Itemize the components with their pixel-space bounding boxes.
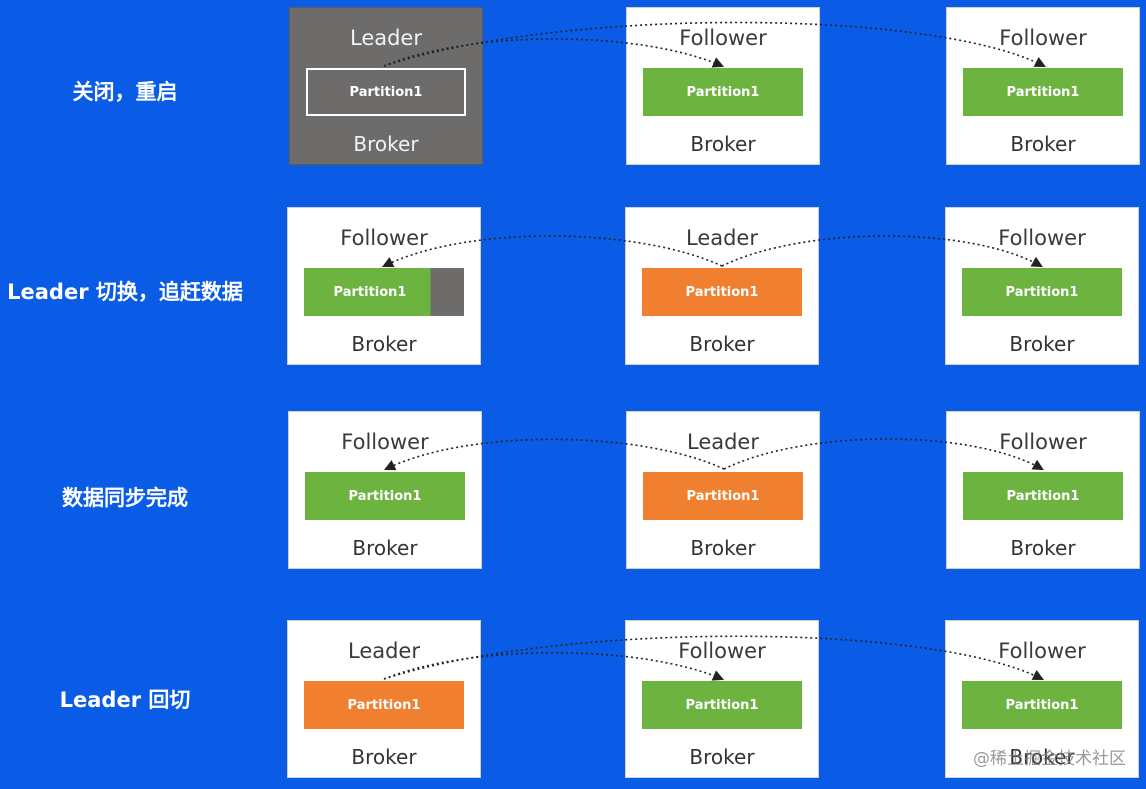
partition-replica: Partition1 [643,68,803,116]
broker-role: Follower [679,26,767,50]
broker-role: Follower [340,226,428,250]
partition-replica: Partition1 [643,472,803,520]
partition-label: Partition1 [686,84,760,100]
partition-label: Partition1 [685,284,759,300]
broker-role: Follower [998,639,1086,663]
broker-node: Leader Partition1 Broker [289,7,483,165]
row-label-restart: 关闭，重启 [72,80,178,104]
broker-role: Follower [998,226,1086,250]
broker-node: Follower Partition1 Broker [946,411,1140,569]
broker-label: Broker [1009,745,1075,769]
partition-replica: Partition1 [963,68,1123,116]
broker-label: Broker [689,332,755,356]
broker-role: Leader [685,226,758,250]
broker-label: Broker [690,536,756,560]
broker-node: Follower Partition1 Broker [946,7,1140,165]
broker-label: Broker [689,745,755,769]
broker-node: Follower Partition1 Broker [288,411,482,569]
partition-replica: Partition1 [305,472,465,520]
watermark: @稀土掘金技术社区 [973,749,1126,769]
broker-node: Leader Partition1 Broker [626,411,820,569]
broker-label: Broker [1009,332,1075,356]
partition-replica: Partition1 [962,681,1122,729]
partition-label: Partition1 [1005,697,1079,713]
broker-label: Broker [351,332,417,356]
replication-arrow [383,652,725,681]
broker-node: Leader Partition1 Broker [625,207,819,365]
broker-label: Broker [1010,132,1076,156]
partition-label: Partition1 [685,697,759,713]
broker-role: Leader [686,430,759,454]
row-label-leader-switch: Leader 切换，追赶数据 [7,280,243,304]
partition-label: Partition1 [1006,84,1080,100]
broker-node: Follower Partition1 Broker [625,620,819,778]
broker-role: Follower [678,639,766,663]
partition-replica: Partition1 [963,472,1123,520]
broker-node: Follower Partition1 Broker [945,207,1139,365]
broker-role: Leader [349,26,422,50]
broker-role: Follower [341,430,429,454]
broker-label: Broker [351,745,417,769]
replication-arrow [381,235,723,268]
broker-node: Follower Partition1 Broker [945,620,1139,778]
broker-node: Follower Partition1 Broker [287,207,481,365]
partition-label: Partition1 [333,284,407,300]
broker-label: Broker [352,536,418,560]
broker-role: Leader [347,639,420,663]
partition-replica: Partition1 [304,681,464,729]
replication-arrow [383,635,1044,681]
partition-replica: Partition1 [304,268,464,316]
partition-label: Partition1 [348,488,422,504]
partition-label: Partition1 [686,488,760,504]
replication-arrow [383,38,725,68]
broker-node: Follower Partition1 Broker [626,7,820,165]
replication-arrow [721,235,1043,268]
partition-replica: Partition1 [642,681,802,729]
broker-label: Broker [1010,536,1076,560]
broker-role: Follower [999,26,1087,50]
broker-label: Broker [690,132,756,156]
replication-arrow [723,438,1044,471]
row-label-leader-switchback: Leader 回切 [59,688,191,712]
replication-arrow [383,21,1046,68]
replication-arrow [383,438,725,471]
partition-label: Partition1 [1005,284,1079,300]
partition-label: Partition1 [1006,488,1080,504]
partition-replica: Partition1 [306,68,466,116]
partition-label: Partition1 [349,84,423,100]
broker-role: Follower [999,430,1087,454]
broker-node: Leader Partition1 Broker [287,620,481,778]
row-label-sync-complete: 数据同步完成 [62,486,188,510]
partition-label: Partition1 [347,697,421,713]
broker-label: Broker [353,132,419,156]
partition-replica: Partition1 [642,268,802,316]
partition-replica: Partition1 [962,268,1122,316]
